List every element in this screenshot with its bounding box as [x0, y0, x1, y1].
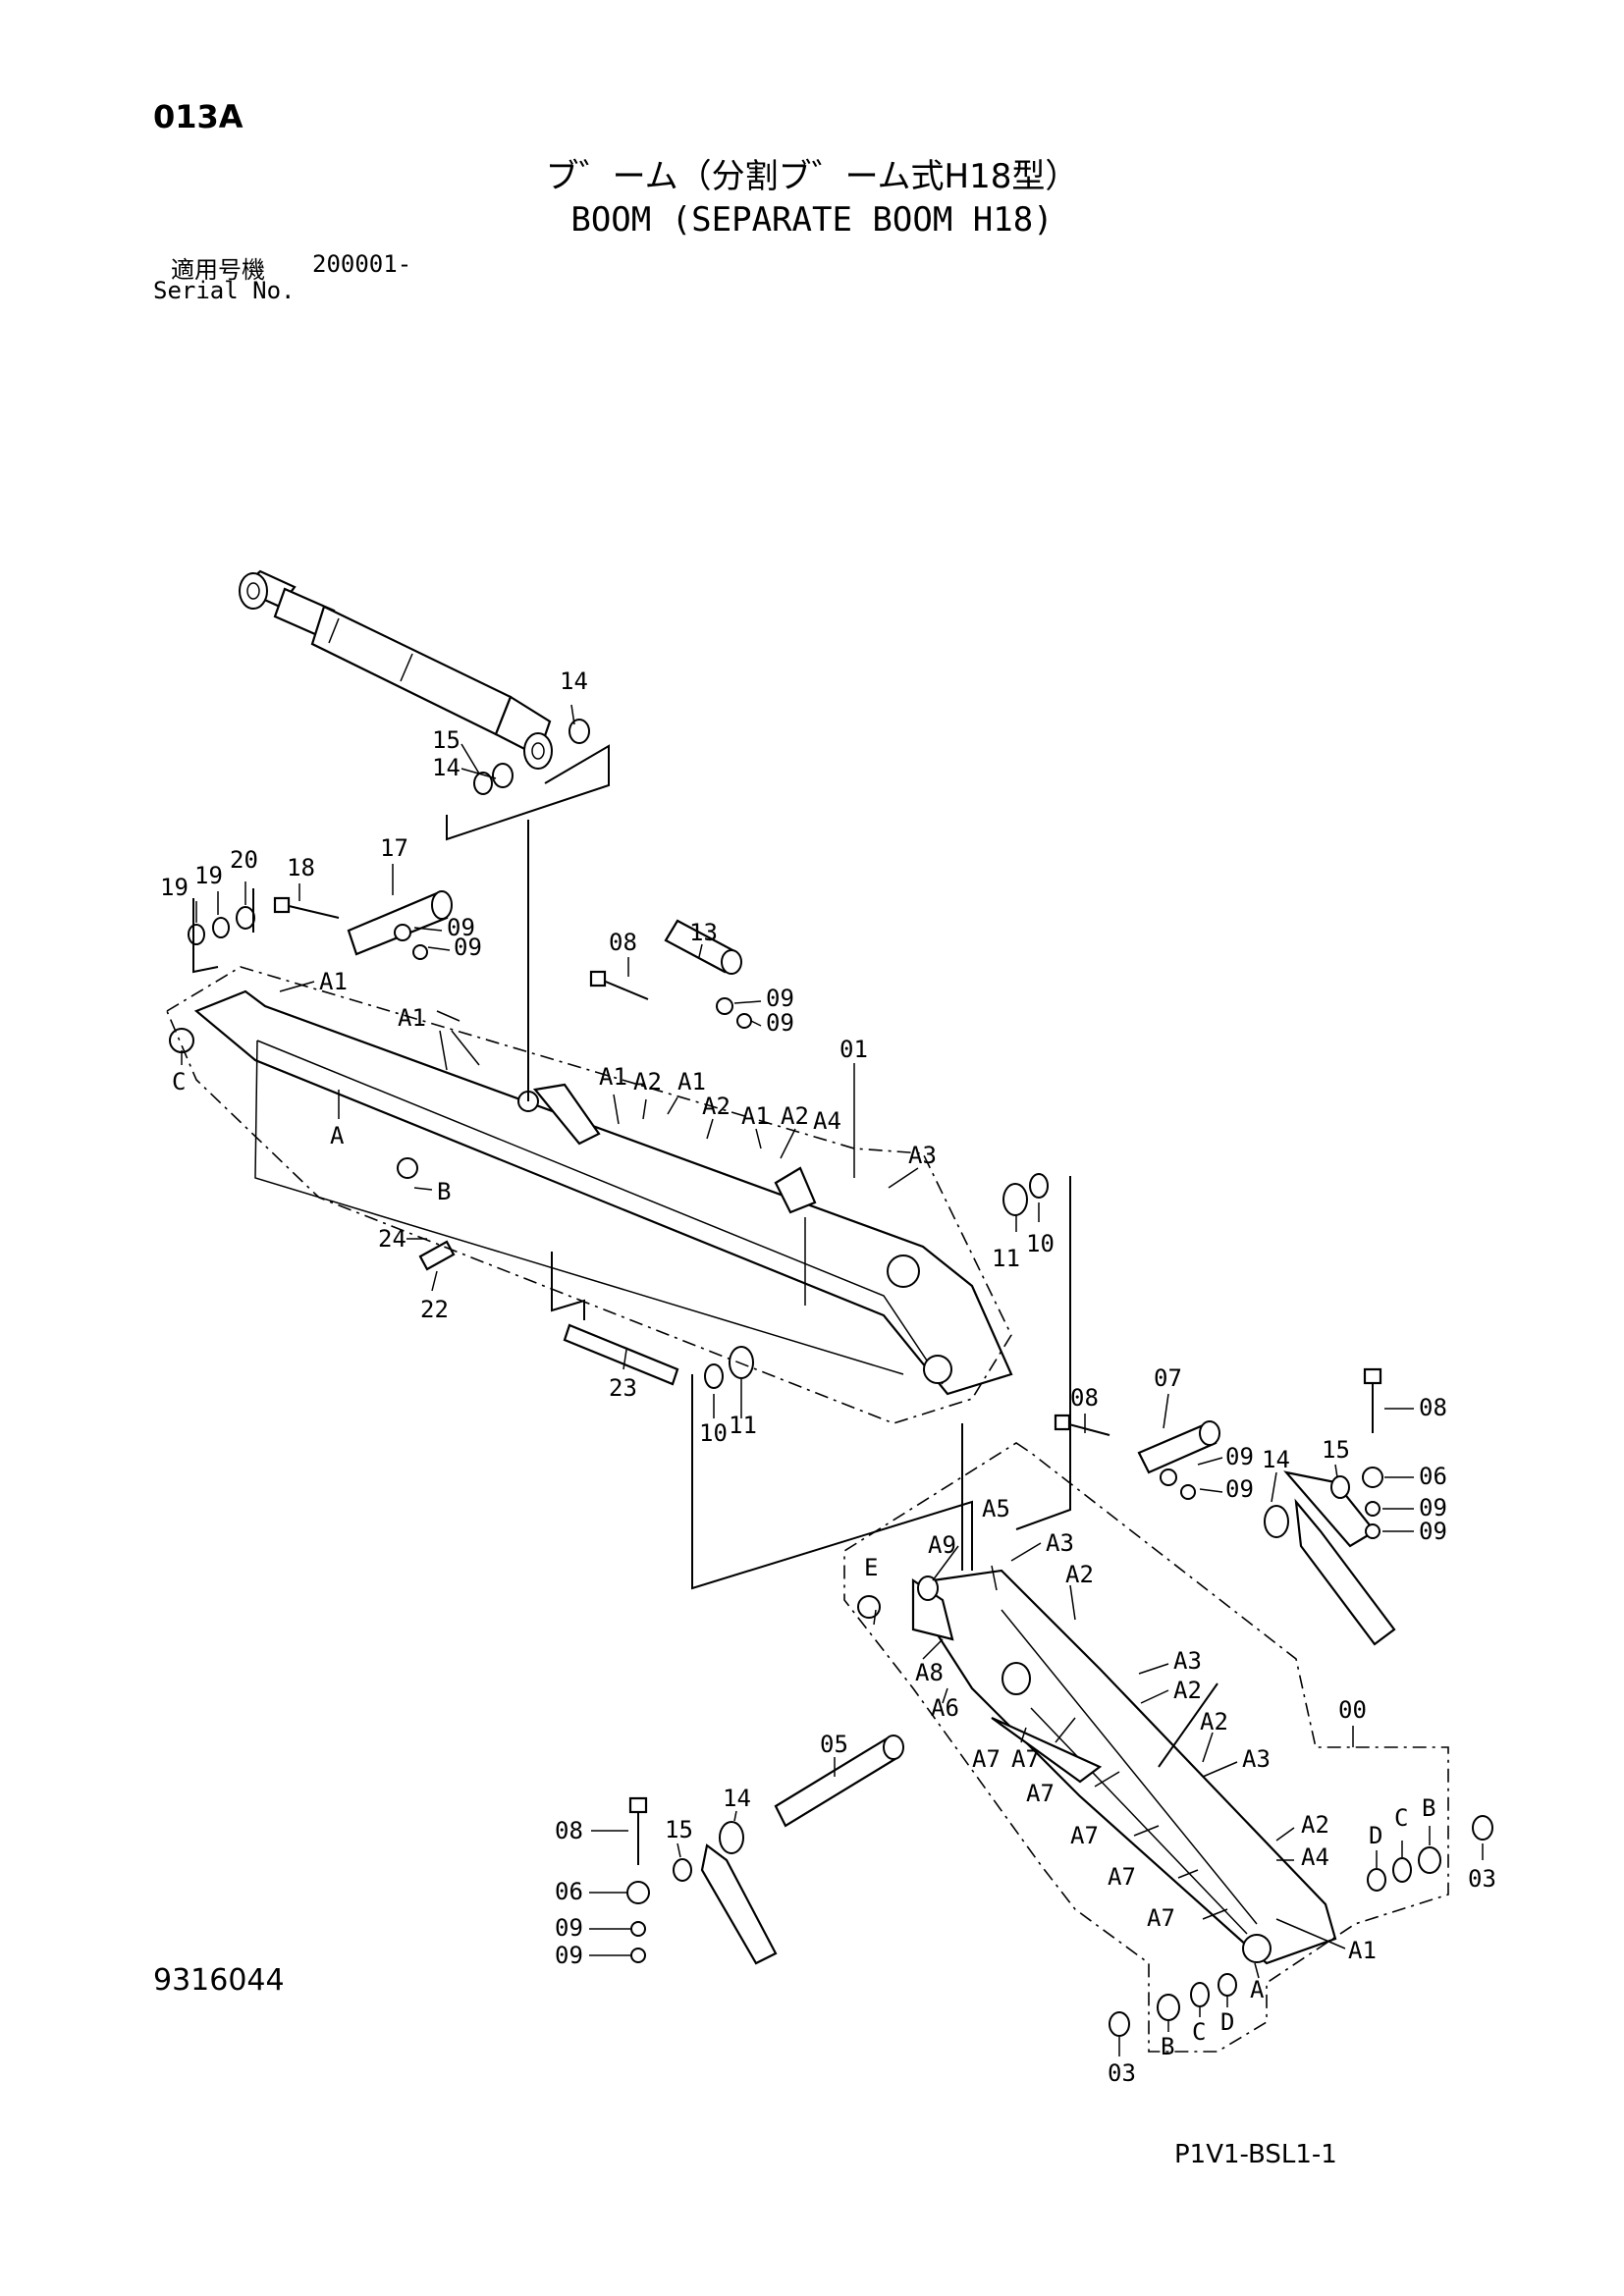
callout-A3: A3 — [1242, 1745, 1271, 1773]
small-parts — [188, 719, 1493, 2037]
callout-09: 09 — [1225, 1475, 1254, 1503]
callout-A3: A3 — [908, 1142, 937, 1169]
callout-09: 09 — [454, 934, 482, 961]
callout-A7: A7 — [1108, 1863, 1136, 1891]
callout-A: A — [1250, 1976, 1265, 2003]
callout-A9: A9 — [928, 1531, 956, 1559]
callout-05: 05 — [820, 1731, 848, 1758]
callout-A2: A2 — [702, 1093, 731, 1120]
callout-08: 08 — [555, 1817, 583, 1844]
callout-09: 09 — [1419, 1518, 1447, 1545]
callout-A5: A5 — [982, 1495, 1010, 1522]
callout-09: 09 — [1225, 1443, 1254, 1470]
boom-cylinder-drawing — [239, 569, 553, 770]
callout-03: 03 — [1468, 1865, 1496, 1893]
callout-07: 07 — [1154, 1364, 1182, 1392]
callout-09: 09 — [555, 1914, 583, 1942]
callout-06: 06 — [555, 1878, 583, 1905]
callout-A3: A3 — [1046, 1529, 1074, 1557]
callout-09: 09 — [1419, 1494, 1447, 1522]
callout-A1: A1 — [677, 1068, 706, 1095]
callout-C: C — [1394, 1804, 1408, 1832]
serial-label-english: Serial No. — [153, 277, 296, 304]
callout-A1: A1 — [398, 1004, 426, 1032]
callout-06: 06 — [1419, 1463, 1447, 1490]
callout-A1: A1 — [599, 1063, 627, 1091]
callout-10: 10 — [1026, 1230, 1055, 1257]
callout-A2: A2 — [1065, 1561, 1094, 1588]
callout-08: 08 — [1419, 1394, 1447, 1421]
callout-00: 00 — [1338, 1696, 1367, 1724]
callout-15: 15 — [1322, 1436, 1350, 1464]
leader-lines — [181, 704, 1484, 2056]
callout-D: D — [1369, 1822, 1382, 1849]
callout-D: D — [1220, 2008, 1234, 2036]
callout-labels: 14 15 14 19 19 20 18 17 09 09 08 13 09 0… — [160, 667, 1496, 2087]
callout-A6: A6 — [931, 1694, 959, 1722]
callout-14: 14 — [560, 667, 588, 695]
callout-C: C — [172, 1068, 186, 1095]
callout-A7: A7 — [1147, 1904, 1175, 1932]
callout-09: 09 — [766, 985, 794, 1012]
callout-A2: A2 — [1173, 1677, 1202, 1704]
callout-A7: A7 — [1070, 1822, 1099, 1849]
callout-A4: A4 — [1301, 1843, 1329, 1871]
callout-A1: A1 — [741, 1102, 770, 1130]
callout-A1: A1 — [1348, 1937, 1377, 1964]
callout-14: 14 — [432, 754, 460, 781]
callout-23: 23 — [609, 1374, 637, 1402]
lower-boom-drawing — [911, 1470, 1377, 1965]
assembly-lines — [192, 744, 1218, 1768]
assembly-boundaries — [165, 966, 1449, 2053]
serial-label-japanese: 適用号機 — [171, 256, 265, 284]
callout-A7: A7 — [1026, 1780, 1055, 1807]
callout-08: 08 — [1070, 1384, 1099, 1412]
page-code: 013A — [153, 98, 244, 135]
callout-15: 15 — [665, 1816, 693, 1843]
callout-13: 13 — [689, 919, 718, 946]
callout-C: C — [1192, 2018, 1206, 2046]
callout-A7: A7 — [1011, 1745, 1040, 1773]
callout-A: A — [330, 1122, 345, 1149]
callout-A3: A3 — [1173, 1647, 1202, 1675]
callout-14: 14 — [1262, 1446, 1290, 1473]
callout-A2: A2 — [1301, 1811, 1329, 1839]
callout-14: 14 — [723, 1785, 751, 1812]
title-english: BOOM (SEPARATE BOOM H18) — [570, 200, 1054, 240]
callout-A8: A8 — [915, 1659, 944, 1686]
callout-A2: A2 — [781, 1102, 809, 1130]
callout-09: 09 — [555, 1942, 583, 1969]
callout-20: 20 — [230, 846, 258, 874]
title-japanese: ブ゛ーム（分割ブ゛ーム式H18型） — [545, 157, 1079, 196]
callout-10: 10 — [699, 1419, 728, 1447]
callout-B: B — [437, 1178, 451, 1205]
callout-09: 09 — [766, 1009, 794, 1037]
callout-17: 17 — [380, 834, 408, 862]
callout-18: 18 — [287, 854, 315, 881]
callout-11: 11 — [992, 1245, 1020, 1272]
document-number: 9316044 — [153, 1963, 285, 1998]
callout-22: 22 — [420, 1296, 449, 1323]
callout-B: B — [1422, 1794, 1435, 1822]
callout-A7: A7 — [972, 1745, 1001, 1773]
callout-19: 19 — [160, 874, 189, 901]
callout-B: B — [1161, 2033, 1174, 2060]
upper-boom-drawing — [169, 989, 1013, 1396]
callout-A4: A4 — [813, 1107, 841, 1135]
callout-A2: A2 — [633, 1068, 662, 1095]
callout-11: 11 — [729, 1412, 757, 1439]
callout-24: 24 — [378, 1225, 406, 1253]
serial-number: 200001- — [312, 250, 412, 278]
callout-08: 08 — [609, 929, 637, 956]
callout-A1: A1 — [319, 968, 348, 995]
callout-03: 03 — [1108, 2059, 1136, 2087]
callout-A2: A2 — [1200, 1708, 1228, 1735]
callout-09: 09 — [447, 914, 475, 941]
callout-01: 01 — [839, 1036, 868, 1063]
callout-E: E — [864, 1554, 878, 1581]
callout-15: 15 — [432, 726, 460, 754]
callout-19: 19 — [194, 862, 223, 889]
page-reference: P1V1-BSL1-1 — [1174, 2140, 1337, 2169]
